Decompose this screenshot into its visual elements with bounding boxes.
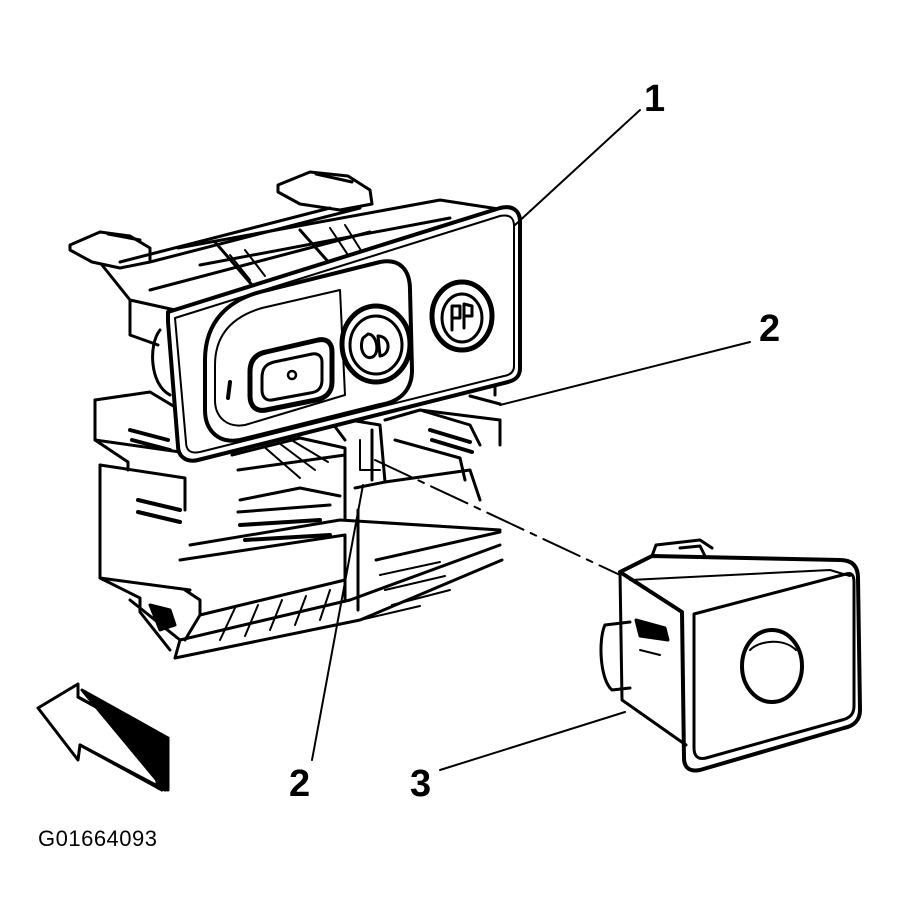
callout-1: 1	[644, 78, 666, 120]
alignment-centerline	[374, 459, 621, 576]
leader-lines	[311, 109, 751, 771]
auxiliary-switch-module	[599, 538, 862, 773]
callout-3: 3	[410, 763, 432, 805]
front-direction-arrow-icon	[36, 682, 170, 792]
callout-2-right: 2	[759, 308, 781, 350]
bracket-housing	[68, 170, 507, 660]
figure-id: G01664093	[38, 826, 158, 851]
callout-2-bottom: 2	[289, 763, 311, 805]
switch-bezel-panel	[166, 205, 522, 463]
